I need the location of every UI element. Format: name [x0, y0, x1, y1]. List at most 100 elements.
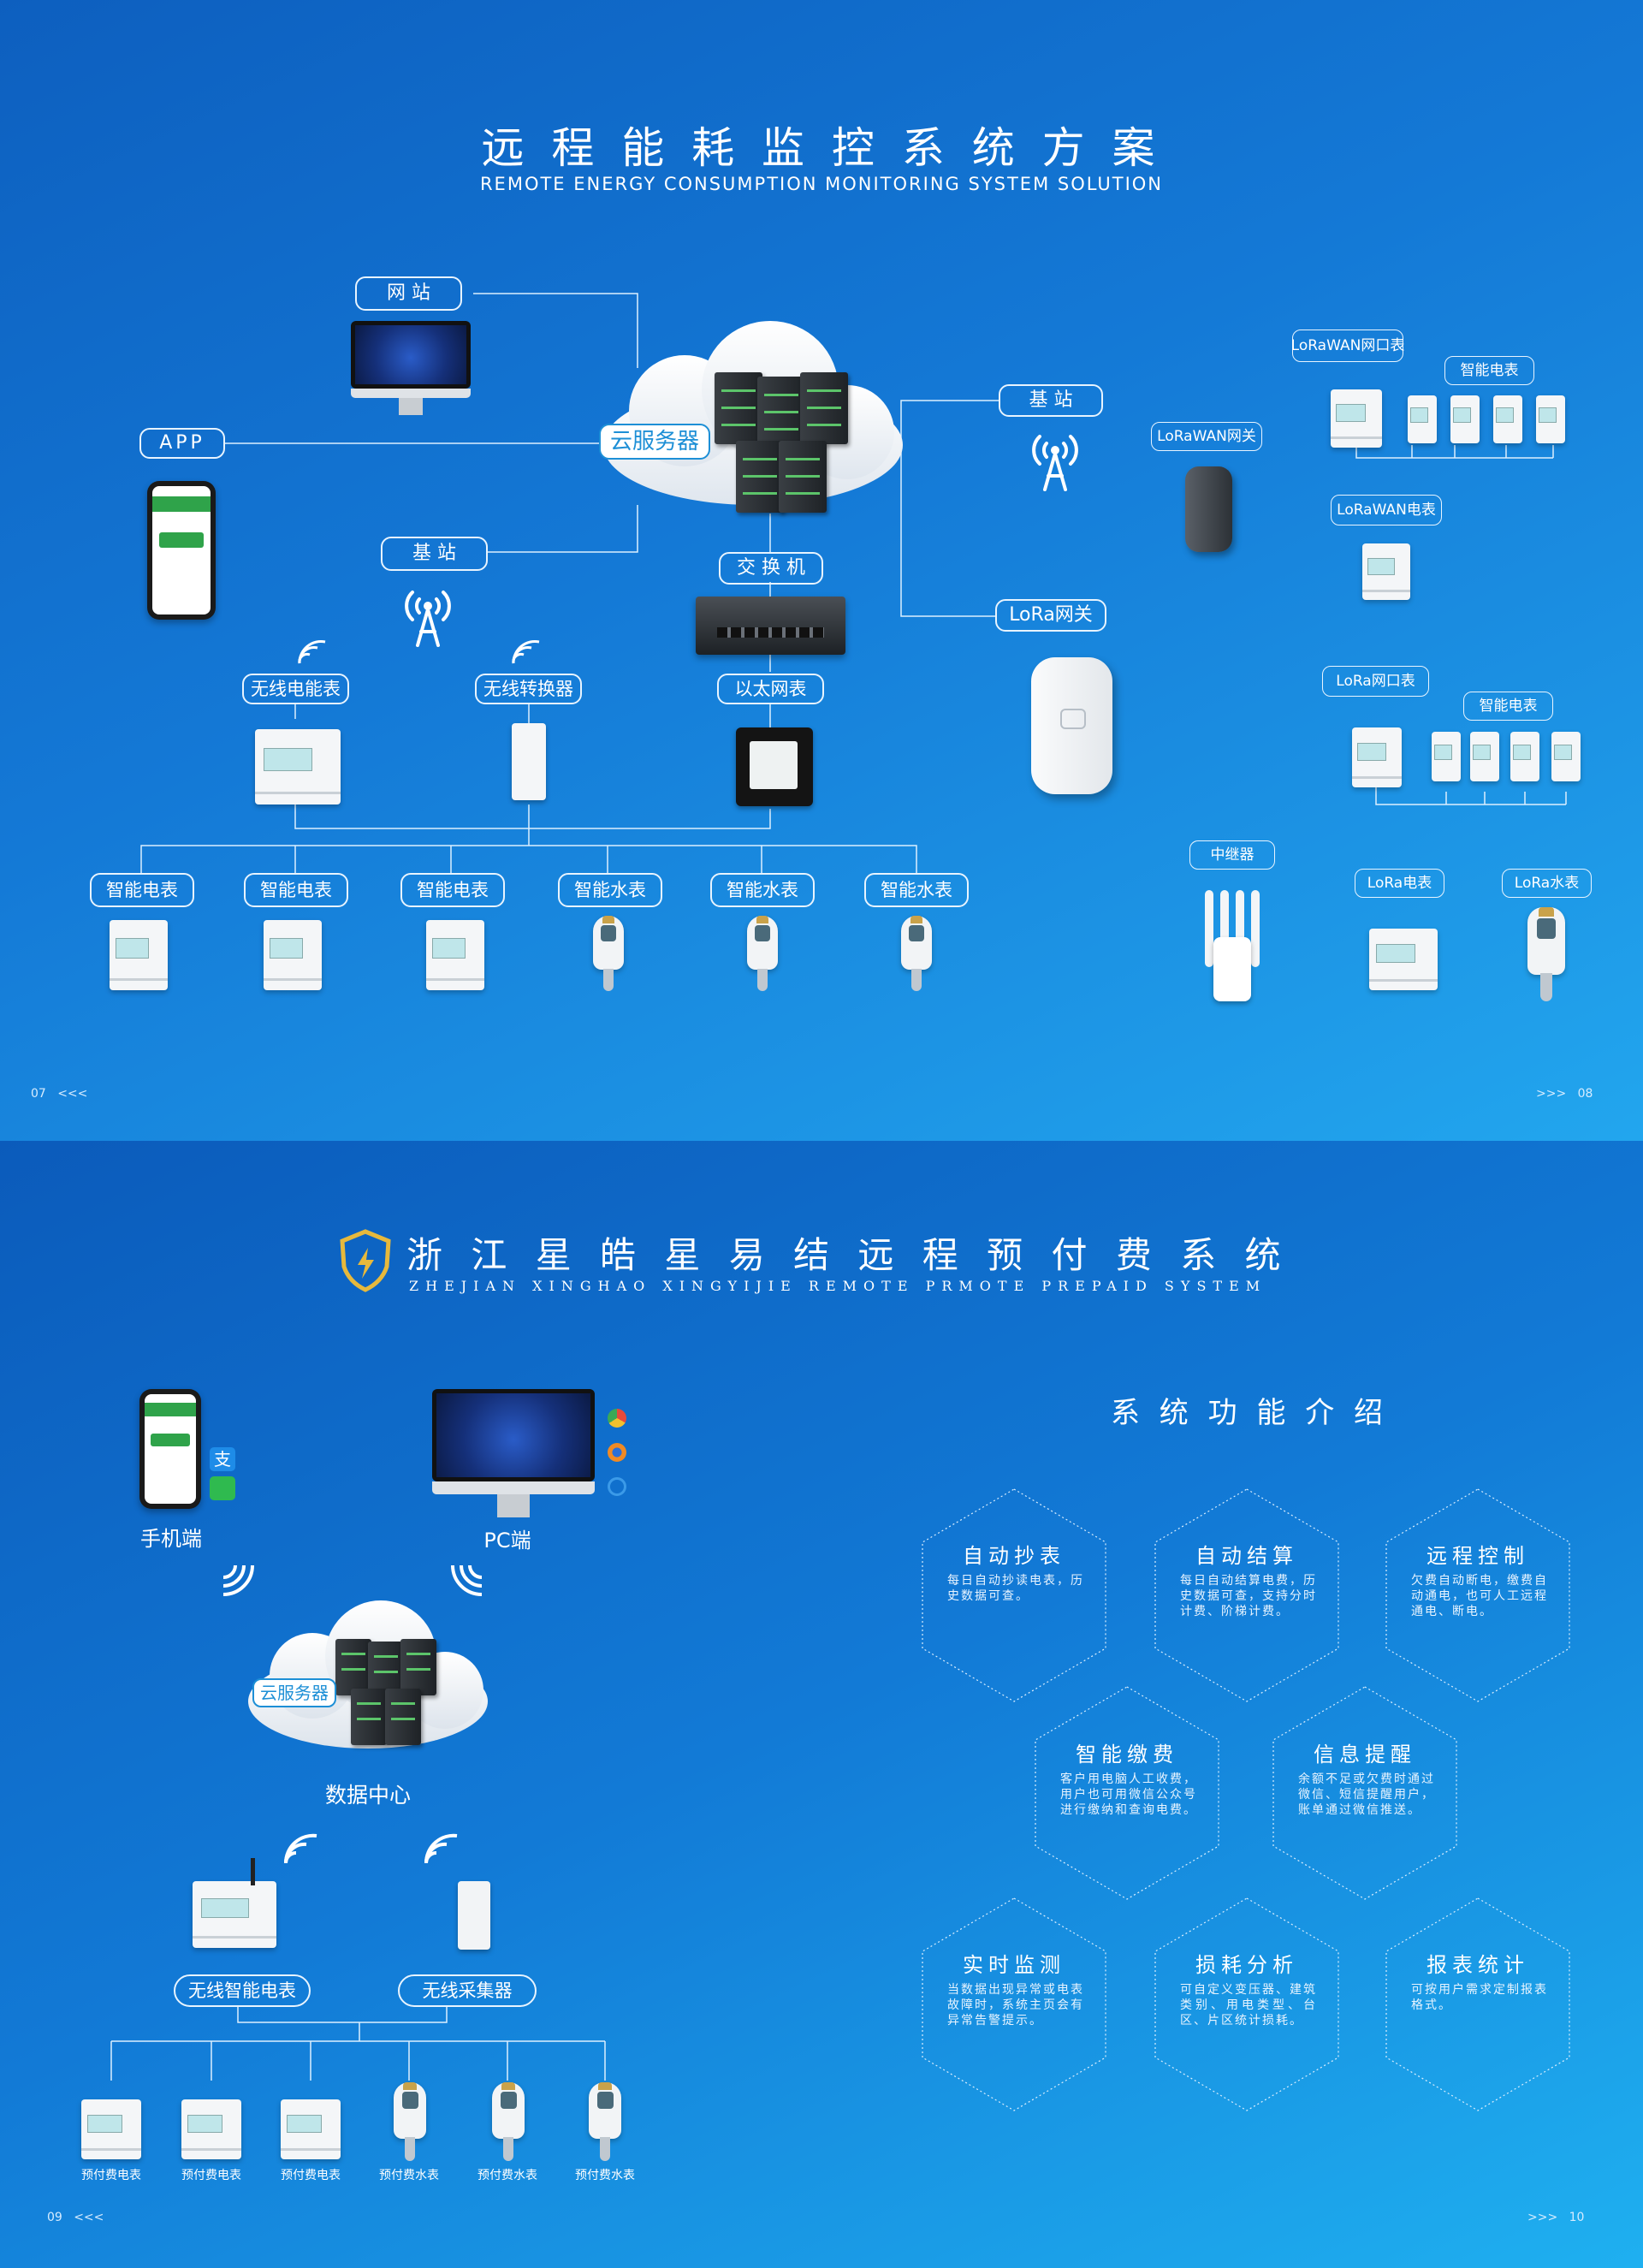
label-wireless-meter: 无线电能表: [242, 674, 349, 704]
label-lora-gateway: LoRa网关: [995, 599, 1106, 632]
server-rack: [335, 1639, 371, 1695]
wechat-icon: [210, 1476, 235, 1500]
feature-title: 自动结算: [1195, 1544, 1298, 1568]
page-title: 远 程 能 耗 监 控 系 统 方 案: [481, 123, 1162, 173]
mobile-label: 手机端: [140, 1527, 202, 1551]
page-subtitle: REMOTE ENERGY CONSUMPTION MONITORING SYS…: [479, 174, 1164, 194]
shield-logo-icon: [340, 1229, 391, 1292]
feature-title: 损耗分析: [1195, 1953, 1298, 1977]
feature-text: 余额不足或欠费时通过微信、短信提醒用户，账单通过微信推送。: [1298, 1772, 1435, 1817]
lora-gateway-device: [1031, 657, 1112, 794]
feature-title: 报表统计: [1427, 1953, 1529, 1977]
chrome-icon: [608, 1409, 626, 1428]
website-monitor: [351, 321, 471, 415]
label-lorawan-port-meter: LoRaWAN网口表: [1291, 330, 1404, 362]
water-meter-device: [1527, 907, 1565, 1001]
smart-meter-device: [264, 920, 322, 990]
server-rack: [800, 372, 848, 444]
wifi-signal-icon: [424, 1833, 458, 1864]
label-prepaid-water-meter: 预付费水表: [379, 2169, 439, 2182]
page-energy-monitoring: 远 程 能 耗 监 控 系 统 方 案 REMOTE ENERGY CONSUM…: [0, 0, 1643, 1141]
server-rack: [400, 1639, 436, 1695]
label-lora-water-meter: LoRa水表: [1502, 869, 1592, 898]
label-prepaid-water-meter: 预付费水表: [477, 2169, 537, 2182]
label-smart-water-meter: 智能水表: [864, 873, 969, 907]
lorawan-gateway-device: [1185, 466, 1232, 552]
water-meter-device: [747, 916, 778, 991]
feature-title: 智能缴费: [1076, 1743, 1178, 1766]
wireless-meter-device: [255, 729, 341, 804]
label-lora-meter: LoRa电表: [1355, 869, 1444, 898]
page-title: 浙 江 星 皓 星 易 结 远 程 预 付 费 系 统: [406, 1234, 1290, 1276]
datacenter-label: 数据中心: [324, 1783, 411, 1808]
label-smart-meter: 智能电表: [244, 873, 348, 907]
label-smart-meter-right: 智能电表: [1444, 356, 1534, 385]
label-smart-meter: 智能电表: [400, 873, 505, 907]
repeater-device: [1205, 890, 1260, 1001]
wifi-signal-icon: [451, 1564, 483, 1596]
label-wireless-collector: 无线采集器: [398, 1974, 537, 2007]
page-number-left: 09 <<<: [47, 2211, 104, 2224]
prepaid-meter-device: [281, 2099, 341, 2159]
network-switch: [696, 597, 845, 655]
label-base-station-right: 基 站: [999, 384, 1103, 417]
wifi-signal-icon: [298, 640, 326, 664]
label-prepaid-meter: 预付费电表: [81, 2169, 141, 2182]
page-number-left: 07 <<<: [31, 1087, 88, 1101]
smart-meter-device: [1470, 732, 1499, 781]
label-lorawan-meter: LoRaWAN电表: [1331, 495, 1442, 525]
smart-meter-device: [1510, 732, 1539, 781]
antenna-tower-icon: [405, 591, 451, 647]
label-wireless-converter: 无线转换器: [475, 674, 582, 704]
smart-meter-device: [1536, 395, 1565, 443]
label-app: APP: [139, 428, 225, 459]
connection-lines: [110, 1488, 1570, 2111]
wireless-converter-device: [512, 723, 546, 800]
label-website: 网 站: [355, 276, 462, 311]
smart-meter-device: [426, 920, 484, 990]
pc-label: PC端: [483, 1529, 531, 1553]
label-lora-port-meter: LoRa网口表: [1322, 666, 1429, 697]
server-rack: [779, 441, 827, 513]
features-title: 系 统 功 能 介 绍: [1110, 1396, 1389, 1430]
wifi-signal-icon: [512, 640, 540, 664]
label-prepaid-water-meter: 预付费水表: [575, 2169, 635, 2182]
page-prepaid-system: 浙 江 星 皓 星 易 结 远 程 预 付 费 系 统 ZHEJIAN XING…: [0, 1141, 1643, 2268]
label-smart-meter: 智能电表: [90, 873, 194, 907]
feature-text: 可按用户需求定制报表格式。: [1411, 1983, 1548, 2012]
ie-icon: [608, 1477, 626, 1496]
label-switch: 交 换 机: [719, 552, 823, 585]
lorawan-port-meter-device: [1331, 389, 1382, 448]
water-meter-device: [593, 916, 624, 991]
hexagon-outlines: [922, 1488, 1570, 2111]
label-smart-water-meter: 智能水表: [710, 873, 815, 907]
server-rack: [351, 1689, 387, 1745]
smart-meter-device: [1551, 732, 1581, 781]
wireless-collector-device: [458, 1881, 490, 1950]
feature-text: 当数据出现异常或电表故障时，系统主页会有异常告警提示。: [947, 1983, 1084, 2028]
server-rack: [736, 441, 784, 513]
label-prepaid-meter: 预付费电表: [181, 2169, 241, 2182]
antenna-tower-icon: [1032, 435, 1078, 491]
feature-text: 欠费自动断电，缴费自动通电，也可人工远程通电、断电。: [1411, 1574, 1548, 1618]
cloud-server-label: 云服务器: [599, 424, 710, 460]
prepaid-water-meter-device: [589, 2082, 621, 2161]
prepaid-water-meter-device: [492, 2082, 525, 2161]
firefox-icon: [608, 1443, 626, 1462]
prepaid-water-meter-device: [394, 2082, 426, 2161]
smart-meter-device: [1432, 732, 1461, 781]
page-subtitle: ZHEJIAN XINGHAO XINGYIJIE REMOTE PRMOTE …: [409, 1278, 1267, 1294]
mobile-phone: [139, 1389, 201, 1509]
ethernet-meter-device: [736, 727, 813, 806]
page-number-right: >>> 08: [1536, 1087, 1593, 1101]
lora-meter-device: [1369, 929, 1438, 990]
feature-title: 实时监测: [963, 1953, 1065, 1977]
feature-text: 每日自动抄读电表，历史数据可查。: [947, 1574, 1084, 1603]
lorawan-meter-device: [1362, 543, 1410, 600]
prepaid-meter-device: [81, 2099, 141, 2159]
feature-title: 远程控制: [1427, 1544, 1529, 1568]
cloud-server-label: 云服务器: [252, 1678, 336, 1707]
server-rack: [385, 1689, 421, 1745]
server-rack: [715, 372, 762, 444]
label-wireless-smart-meter: 无线智能电表: [174, 1974, 311, 2007]
